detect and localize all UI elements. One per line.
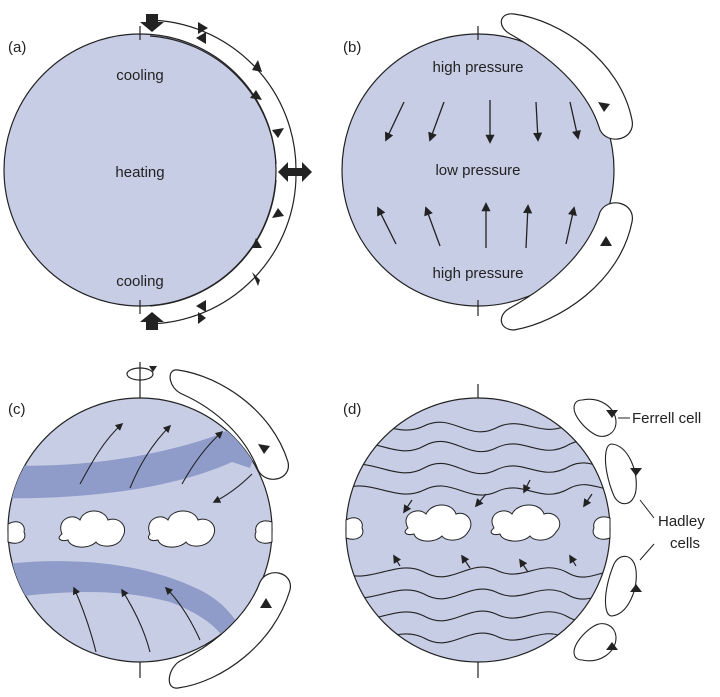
leader-line-hadley: [640, 544, 654, 560]
sinking-arrow-north: [140, 14, 164, 32]
panel-d: (d): [340, 384, 705, 678]
panel-d-label: (d): [343, 401, 361, 418]
panel-a-label: (a): [8, 39, 26, 56]
arc-arrow-10: [196, 300, 206, 312]
panel-c: (c): [0, 362, 290, 688]
label-high-pressure-bottom: high pressure: [433, 265, 524, 282]
label-cells: cells: [670, 535, 700, 552]
label-cooling-bottom: cooling: [116, 273, 164, 290]
arc-arrow-5: [196, 32, 206, 44]
rotation-arrow-icon: [149, 366, 157, 372]
arc-arrow-3: [272, 128, 284, 138]
cloud-icon: [593, 517, 610, 539]
cloud-icon: [8, 522, 25, 543]
globe-d: [346, 398, 610, 662]
panel-b: (b) high pressure low pressure high pres…: [342, 14, 632, 330]
panel-c-label: (c): [8, 401, 26, 418]
hadley-cell-south: [605, 556, 636, 616]
ferrell-cell-north: [574, 399, 616, 436]
panel-b-label: (b): [343, 39, 361, 56]
label-high-pressure-top: high pressure: [433, 59, 524, 76]
label-hadley: Hadley: [658, 513, 705, 530]
sinking-arrow-south: [140, 312, 164, 330]
ferrell-cell-south: [574, 624, 616, 661]
cloud-icon: [255, 521, 272, 543]
arc-arrow-6: [272, 208, 284, 218]
label-cooling-top: cooling: [116, 67, 164, 84]
label-ferrell-cell: Ferrell cell: [632, 410, 701, 427]
rising-double-arrow: [278, 162, 312, 182]
label-low-pressure: low pressure: [435, 162, 520, 179]
leader-line-hadley: [640, 500, 654, 518]
hadley-cell-north: [605, 444, 636, 504]
cloud-icon: [346, 518, 363, 539]
panel-a: (a) cooling heating cooling: [4, 14, 312, 330]
label-heating: heating: [115, 164, 164, 181]
